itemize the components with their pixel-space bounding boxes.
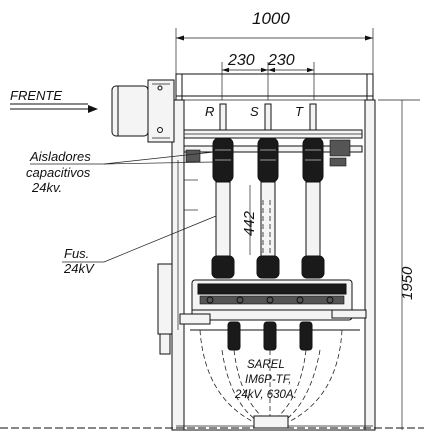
cable-paths — [199, 329, 343, 429]
fuse-callout: Fus. 24kV — [62, 215, 217, 276]
fuse-length-label: 442 — [241, 210, 258, 236]
overall-width-dimension: 1000 — [175, 9, 374, 80]
fuse-label-line1: Fus. — [64, 246, 89, 261]
cabinet-frame — [171, 73, 376, 431]
phase-label-t: T — [295, 104, 304, 119]
height-dimension: 1950 — [378, 99, 420, 430]
switch-body — [179, 279, 367, 331]
switch-label-line3: 24kV, 630A. — [234, 389, 297, 401]
lower-insulators — [227, 321, 313, 351]
phase-spacing-right-label: 230 — [267, 52, 295, 69]
insulators-callout: Aisladores capacitivos 24kv. — [26, 149, 215, 195]
front-indicator: FRENTE — [10, 88, 98, 113]
switch-label-line2: IM6P-TF, — [245, 374, 291, 386]
phase-label-s: S — [250, 104, 259, 119]
indicator-box — [111, 79, 175, 143]
front-label: FRENTE — [10, 88, 62, 103]
fuse-label-line2: 24kV — [63, 261, 95, 276]
phase-label-r: R — [205, 104, 214, 119]
phase-spacing-dimension: 230 230 — [221, 52, 315, 100]
insulators-label-line1: Aisladores — [29, 149, 91, 164]
switch-label-line1: SAREL — [247, 359, 285, 371]
phase-labels: R S T — [205, 104, 304, 119]
left-cable-channel — [157, 160, 198, 355]
phase-spacing-left-label: 230 — [227, 52, 255, 69]
capacitive-insulators — [185, 137, 351, 183]
insulators-label-line3: 24kv. — [31, 180, 62, 195]
fuse-lower-holders — [211, 255, 325, 279]
fuses: 442 — [215, 181, 321, 260]
switch-label: SAREL IM6P-TF, 24kV, 630A. — [234, 359, 297, 401]
insulators-label-line2: capacitivos — [26, 165, 91, 180]
overall-width-label: 1000 — [252, 9, 290, 28]
height-label: 1950 — [399, 266, 416, 300]
